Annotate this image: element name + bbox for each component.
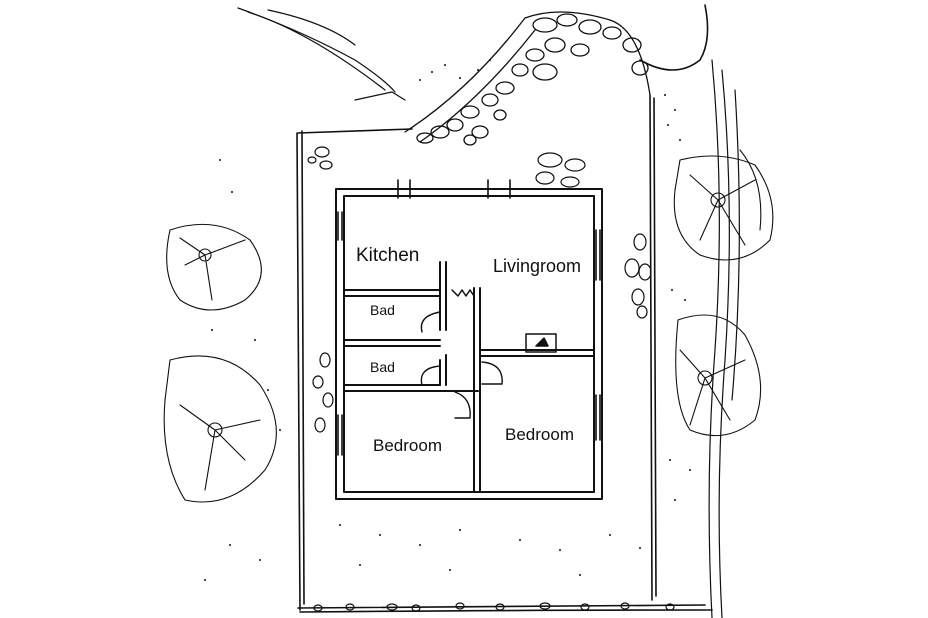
scattered-stones xyxy=(307,146,652,433)
sketch-strokes-top-left xyxy=(237,7,406,101)
chimney xyxy=(451,289,557,353)
room-label-livingroom: Livingroom xyxy=(493,256,582,276)
tree-left-upper xyxy=(166,223,262,311)
bottom-pebbles xyxy=(313,602,675,612)
tree-right-lower xyxy=(675,314,762,437)
room-label-kitchen: Kitchen xyxy=(356,245,420,266)
hedge-right xyxy=(708,59,740,618)
site-boundary xyxy=(296,4,713,613)
house-walls xyxy=(335,188,603,500)
ground-texture-dots xyxy=(204,59,691,581)
doors xyxy=(420,311,503,419)
windows xyxy=(337,179,601,456)
stone-path xyxy=(404,11,651,146)
tree-left-lower xyxy=(163,355,277,503)
tree-right-upper xyxy=(673,149,774,261)
room-label-bedroom-right: Bedroom xyxy=(505,425,574,444)
room-label-bedroom-left: Bedroom xyxy=(373,436,442,455)
room-label-bath-lower: Bad xyxy=(370,359,395,375)
room-label-bath-upper: Bad xyxy=(370,302,395,318)
